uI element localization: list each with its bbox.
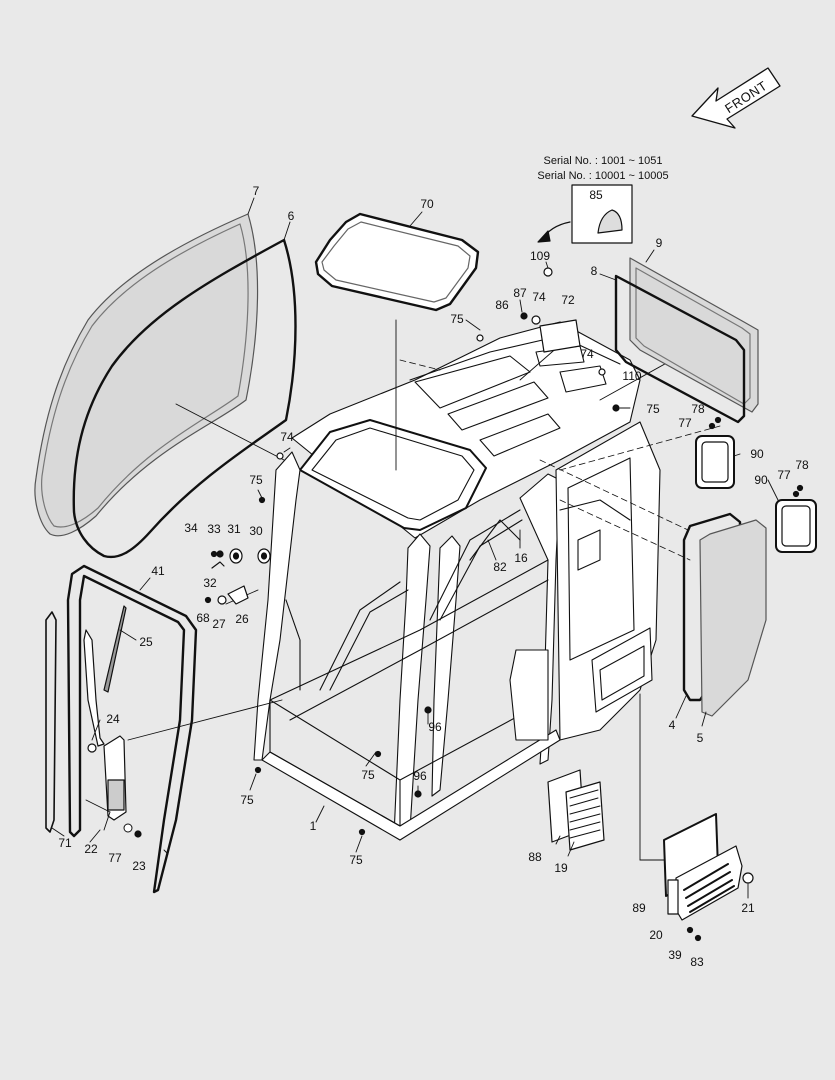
callout-77: 77	[678, 416, 692, 430]
callout-4: 4	[668, 718, 676, 732]
wiper-motor	[87, 735, 127, 821]
callout-41: 41	[151, 564, 165, 578]
small-window-90a	[695, 435, 735, 489]
callout-23: 23	[132, 859, 146, 873]
callout-75: 75	[249, 473, 263, 487]
callout-6: 6	[287, 209, 295, 223]
callout-75: 75	[361, 768, 375, 782]
right-window-glass	[629, 257, 759, 413]
callout-75: 75	[349, 853, 363, 867]
callout-90: 90	[750, 447, 764, 461]
roof-glass-seal	[314, 212, 480, 312]
callout-20: 20	[649, 928, 663, 942]
callout-74: 74	[280, 430, 294, 444]
callout-27: 27	[212, 617, 226, 631]
callout-74: 74	[580, 347, 594, 361]
callout-75: 75	[450, 312, 464, 326]
callout-9: 9	[655, 236, 663, 250]
callout-32: 32	[203, 576, 217, 590]
right-window-seal	[614, 274, 746, 424]
callout-19: 19	[554, 861, 568, 875]
callout-109: 109	[529, 249, 551, 263]
callout-89: 89	[632, 901, 646, 915]
serial-note-line-1: Serial No. : 1001 ~ 1051	[543, 155, 663, 167]
serial-detail-box	[537, 184, 633, 244]
wiper-arm	[83, 629, 105, 747]
callout-96: 96	[413, 769, 427, 783]
callout-74: 74	[532, 290, 546, 304]
callout-leaders	[51, 197, 779, 899]
callout-72: 72	[561, 293, 575, 307]
callout-34: 34	[184, 521, 198, 535]
callout-70: 70	[420, 197, 434, 211]
callout-78: 78	[691, 402, 705, 416]
callout-75: 75	[240, 793, 254, 807]
callout-90: 90	[754, 473, 768, 487]
callout-21: 21	[741, 901, 755, 915]
callout-26: 26	[235, 612, 249, 626]
cab-frame	[253, 321, 661, 841]
callout-75: 75	[646, 402, 660, 416]
windshield-seal	[72, 238, 297, 559]
callout-86: 86	[495, 298, 509, 312]
callout-71: 71	[58, 836, 72, 850]
callout-77: 77	[108, 851, 122, 865]
callout-88: 88	[528, 850, 542, 864]
callout-87: 87	[513, 286, 527, 300]
rear-window-seal	[682, 512, 742, 702]
callout-7: 7	[252, 184, 260, 198]
serial-note-line-2: Serial No. : 10001 ~ 10005	[537, 170, 669, 182]
callout-77: 77	[777, 468, 791, 482]
callout-16: 16	[514, 551, 528, 565]
front-arrow-icon	[691, 67, 781, 129]
callout-33: 33	[207, 522, 221, 536]
roof-fasteners	[254, 267, 804, 836]
callout-110: 110	[622, 369, 642, 383]
door-window-seal	[45, 564, 198, 894]
callout-96: 96	[428, 720, 442, 734]
callout-83: 83	[690, 955, 704, 969]
callout-25: 25	[139, 635, 153, 649]
wiper-blade	[103, 605, 127, 693]
callout-30: 30	[249, 524, 263, 538]
hinge-bracket-parts	[204, 548, 271, 605]
callout-68: 68	[196, 611, 210, 625]
callout-22: 22	[84, 842, 98, 856]
callout-85: 85	[589, 188, 603, 202]
callout-39: 39	[668, 948, 682, 962]
rear-window-glass	[699, 519, 767, 717]
vent-cover-20	[667, 845, 743, 921]
callout-24: 24	[106, 712, 120, 726]
windshield-glass	[34, 213, 259, 537]
callout-31: 31	[227, 522, 241, 536]
small-window-90b	[775, 499, 817, 553]
air-filter-19	[565, 781, 605, 851]
callout-5: 5	[696, 731, 704, 745]
dashed-leaders	[399, 359, 721, 561]
callout-82: 82	[493, 560, 507, 574]
callout-8: 8	[590, 264, 598, 278]
callout-78: 78	[795, 458, 809, 472]
callout-1: 1	[309, 819, 317, 833]
